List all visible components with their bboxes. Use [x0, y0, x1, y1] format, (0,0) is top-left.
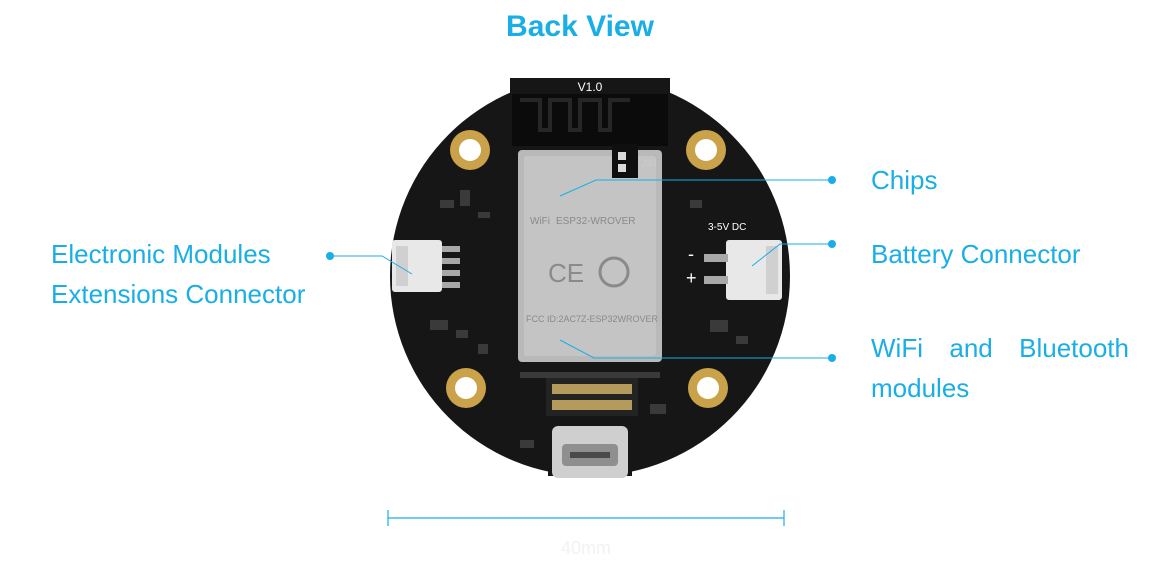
mounting-holes [446, 130, 728, 408]
bluetooth-word: Bluetooth [1019, 333, 1129, 363]
ext-callout-dot [326, 252, 334, 260]
extension-label-line-2: Extensions Connector [51, 279, 306, 309]
module-wifi-logo: WiFi [530, 216, 550, 227]
espressif-logo-icon [598, 256, 630, 288]
antenna-code: J39 [642, 158, 657, 168]
callout-dots [326, 176, 836, 362]
and-word: and [949, 333, 993, 363]
power-label: 3-5V DC [708, 222, 746, 233]
wifi-label-line-1: WiFi and Bluetooth [871, 328, 1129, 368]
chips-callout-dot [828, 176, 836, 184]
callout-lines [330, 179, 832, 359]
smd-components [430, 190, 748, 448]
usb-connector [552, 426, 628, 478]
wifi-word: WiFi [871, 333, 923, 363]
battery-connector: 3-5V DC + - [686, 222, 782, 300]
ext-callout-line [330, 255, 413, 275]
wifi-callout-dot [828, 354, 836, 362]
extension-label-line-1: Electronic Modules [51, 239, 271, 269]
battery-connector-label: Battery Connector [871, 239, 1081, 269]
wifi-bluetooth-label: WiFi and Bluetooth modules [871, 328, 1129, 408]
dimension-label: 40mm [560, 538, 611, 558]
chips-callout-line [559, 179, 832, 197]
small-chip: J39 [612, 144, 657, 178]
version-label: V1.0 [578, 80, 603, 94]
wifi-callout-line [559, 339, 832, 359]
battery-callout-dot [828, 240, 836, 248]
antenna-area: V1.0 [512, 80, 668, 146]
polarity-plus: + [686, 268, 697, 288]
dimension-line [387, 510, 785, 526]
module-name: ESP32-WROVER [556, 216, 635, 227]
polarity-minus: - [688, 244, 694, 264]
esp32-module: WiFi ESP32-WROVER CE FCC ID:2AC7Z-ESP32W… [518, 150, 662, 362]
page-title: Back View [506, 10, 654, 43]
module-fcc: FCC ID:2AC7Z-ESP32WROVER [526, 314, 659, 324]
battery-callout-line [751, 243, 832, 267]
extension-connector-label: Electronic Modules Extensions Connector [51, 234, 305, 314]
wifi-label-line-2: modules [871, 373, 970, 403]
extension-connector [392, 240, 460, 292]
module-ce-mark: CE [548, 258, 584, 288]
chips-label: Chips [871, 165, 938, 195]
flex-connector [546, 378, 638, 416]
